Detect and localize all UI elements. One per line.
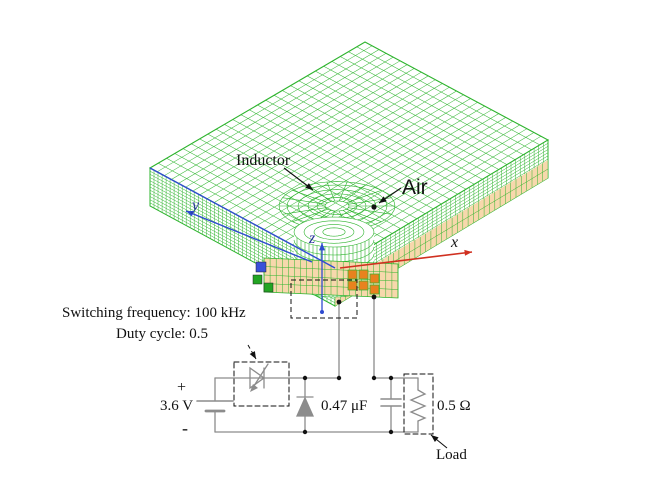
winding-cross-sections (252, 261, 380, 295)
inductor-terminal-dot (336, 299, 342, 305)
junction-dot (388, 375, 394, 381)
junction-dot (388, 429, 394, 435)
battery-voltage-label: 3.6 V (160, 398, 193, 414)
capacitor-symbol (380, 377, 402, 433)
resistor-value-label: 0.5 Ω (437, 398, 471, 414)
capacitor-value-label: 0.47 μF (321, 398, 367, 414)
axis-x-label: x (450, 234, 458, 251)
circuit-wires (214, 296, 419, 433)
junction-dots (302, 294, 394, 435)
diode-triangle (295, 396, 315, 417)
coordinate-axes (149, 167, 473, 314)
annotations (247, 167, 448, 449)
switch-dashed-box (233, 361, 290, 407)
diode-symbol (295, 377, 315, 433)
load-dashed-box (403, 373, 434, 435)
junction-dot (371, 375, 377, 381)
top-rail-wire (214, 377, 419, 433)
switch-gate-stroke (251, 363, 269, 390)
duty-cycle-label: Duty cycle: 0.5 (116, 326, 208, 342)
switch-arrowhead (250, 384, 258, 392)
figure-text: Inductor Air x y z Switching frequency: … (62, 152, 471, 463)
circuit-schematic (196, 296, 434, 435)
air-label: Air (402, 176, 428, 199)
resistor-zigzag (409, 389, 427, 422)
axis-y-label: y (190, 197, 200, 214)
junction-dot (302, 429, 308, 435)
junction-dot (302, 375, 308, 381)
axis-z-label: z (308, 230, 316, 247)
battery-minus-label: - (182, 418, 188, 438)
resistor-symbol (403, 373, 434, 435)
battery-symbol (196, 377, 234, 433)
switching-frequency-label: Switching frequency: 100 kHz (62, 305, 246, 321)
inductor-terminal-dot (371, 294, 377, 300)
inductor-label: Inductor (236, 152, 291, 169)
battery-plus-label: + (177, 379, 186, 396)
load-label: Load (436, 447, 467, 463)
switch-symbol (233, 361, 290, 407)
junction-dot (336, 375, 342, 381)
inductor-terminal-wires (338, 296, 375, 379)
